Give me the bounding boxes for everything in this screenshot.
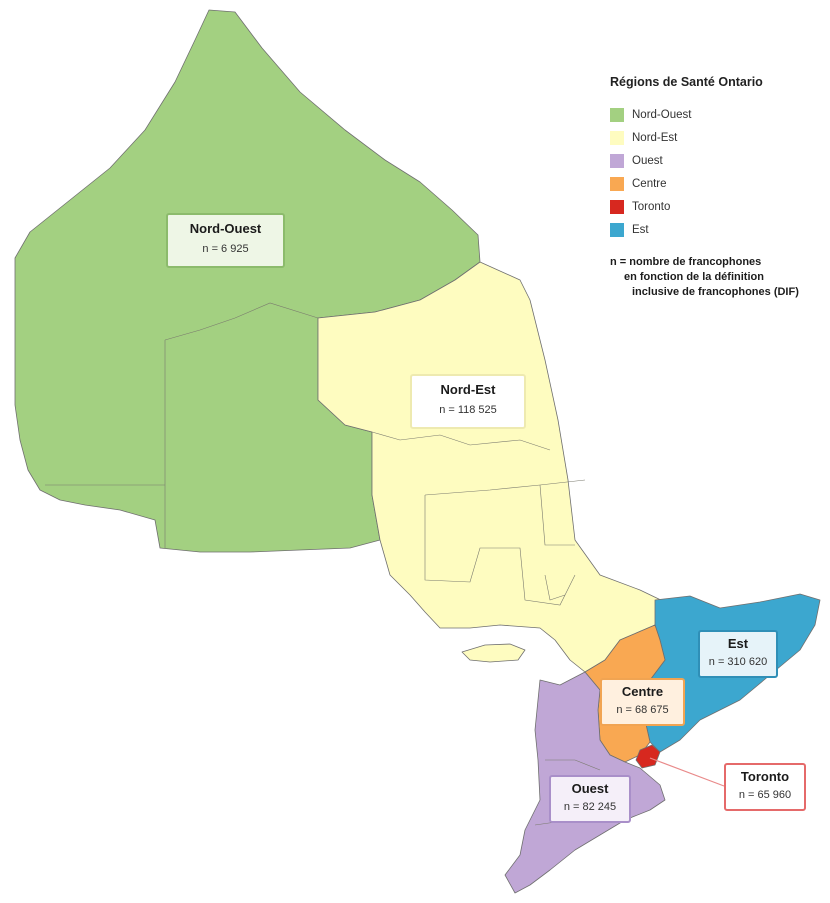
legend-label-centre: Centre [632, 177, 667, 190]
legend-swatch-ouest [610, 153, 624, 168]
legend-label-nord-est: Nord-Est [632, 131, 678, 144]
legend-item-toronto: Toronto [610, 195, 825, 218]
label-centre-name: Centre [621, 684, 664, 699]
toronto-leader-line [649, 757, 725, 787]
legend-item-nord-ouest: Nord-Ouest [610, 103, 825, 126]
legend-note-line-3: inclusive de francophones (DIF) [632, 286, 799, 298]
label-centre: Centre n = 68 675 [600, 678, 685, 726]
label-est: Est n = 310 620 [698, 630, 778, 678]
label-ouest-name: Ouest [571, 781, 609, 796]
label-ouest-count: n = 82 245 [563, 801, 617, 813]
label-nord-ouest: Nord-Ouest n = 6 925 [166, 213, 285, 268]
legend-label-nord-ouest: Nord-Ouest [632, 108, 692, 121]
label-est-name: Est [727, 636, 749, 651]
label-centre-count: n = 68 675 [616, 704, 669, 716]
label-nord-ouest-count: n = 6 925 [202, 243, 249, 255]
legend: Régions de Santé Ontario Nord-Ouest Nord… [610, 75, 825, 300]
label-nord-est-count: n = 118 525 [439, 404, 497, 416]
label-ouest: Ouest n = 82 245 [549, 775, 631, 823]
label-nord-ouest-name: Nord-Ouest [189, 221, 262, 236]
legend-swatch-toronto [610, 199, 624, 214]
legend-note-line-2: en fonction de la définition [624, 271, 764, 283]
region-toronto-shape[interactable] [635, 744, 661, 769]
legend-item-nord-est: Nord-Est [610, 126, 825, 149]
label-nord-est: Nord-Est n = 118 525 [410, 374, 526, 429]
legend-swatch-nord-est [610, 130, 624, 145]
region-nord-est-shape[interactable] [317, 261, 666, 673]
legend-swatch-nord-ouest [610, 107, 624, 122]
legend-label-toronto: Toronto [632, 200, 671, 213]
legend-swatch-centre [610, 176, 624, 191]
region-nord-ouest-shape[interactable] [14, 9, 481, 553]
legend-note-line-1: n = nombre de francophones [610, 256, 762, 268]
legend-item-ouest: Ouest [610, 149, 825, 172]
legend-label-ouest: Ouest [632, 154, 663, 167]
legend-note: n = nombre de francophones en fonction d… [610, 255, 825, 300]
legend-label-est: Est [632, 223, 649, 236]
legend-item-centre: Centre [610, 172, 825, 195]
label-toronto-name: Toronto [740, 769, 790, 784]
legend-item-est: Est [610, 218, 825, 241]
label-toronto: Toronto n = 65 960 [724, 763, 806, 811]
label-toronto-count: n = 65 960 [738, 789, 792, 801]
label-nord-est-name: Nord-Est [440, 382, 496, 397]
label-est-count: n = 310 620 [708, 656, 768, 668]
manitoulin-island [461, 643, 526, 663]
legend-title: Régions de Santé Ontario [610, 75, 763, 89]
legend-swatch-est [610, 222, 624, 237]
